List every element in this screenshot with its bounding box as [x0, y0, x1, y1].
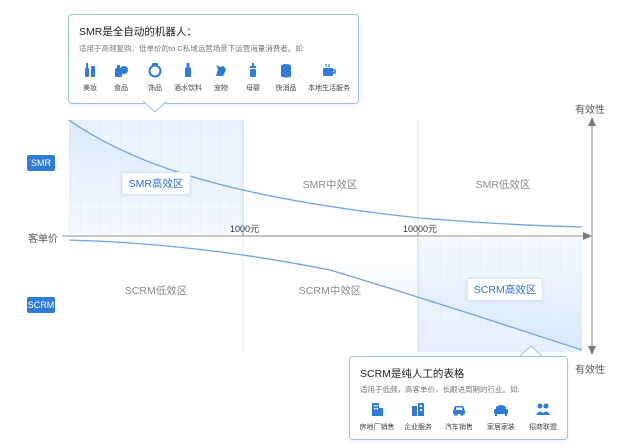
category-drinks: 酒水饮料: [171, 62, 205, 93]
car-icon: [453, 406, 465, 416]
category-fmcg: 快消品: [269, 62, 303, 93]
tick-label-10000: 10000元: [403, 224, 438, 234]
category-label: 宠物: [214, 85, 228, 92]
smr-low-zone-label: SMR低效区: [475, 179, 531, 191]
x-axis-arrow: [583, 232, 592, 240]
category-label: 家居家装: [487, 424, 515, 431]
building-icon: [372, 403, 383, 416]
scrm-effectiveness-curve: [68, 239, 583, 351]
category-food: 食品: [103, 62, 139, 93]
category-label: 母婴: [246, 85, 260, 92]
smr-category-list: 美妆 食品 饰品 酒水饮料 宠物 母婴 快消品 本地生活服务: [77, 62, 355, 93]
smr-callout-pointer: [143, 100, 167, 113]
category-local-services: 本地生活服务: [303, 62, 355, 93]
category-label: 招商联盟: [529, 424, 557, 431]
category-label: 食品: [114, 85, 128, 92]
scrm-row-badge: SCRM: [27, 297, 55, 313]
scrm-callout-title: SCRM是纯人工的表格: [360, 368, 465, 380]
category-label: 饰品: [148, 85, 162, 92]
food-icon: [115, 65, 128, 77]
scrm-callout-description: 适用于低频，高客单价，长跟进周期的行业。如:: [360, 385, 520, 394]
category-enterprise: 企业服务: [398, 401, 438, 432]
x-axis-label: 客单价: [28, 234, 58, 245]
pet-icon: [216, 65, 226, 76]
accessory-icon: [148, 63, 162, 78]
category-baby: 母婴: [237, 62, 269, 93]
smr-effectiveness-curve: [68, 119, 583, 228]
category-real-estate: 房地厂销售: [356, 401, 398, 432]
baby-bottle-icon: [250, 63, 256, 77]
cosmetics-icon: [85, 63, 95, 77]
tick-label-1000: 1000元: [230, 224, 260, 234]
category-pet: 宠物: [205, 62, 237, 93]
y-axis-arrow-down: [588, 346, 596, 355]
category-label: 本地生活服务: [308, 85, 350, 92]
smr-curve-area: [69, 120, 582, 234]
alliance-icon: [536, 403, 550, 415]
smr-row-badge: SMR: [27, 155, 55, 171]
sofa-icon: [494, 405, 508, 416]
y-axis-label-bottom: 有效性: [575, 365, 605, 376]
smr-callout-description: 适用于高频复购、低单价的to C私域运营场景下运营海量消费者。如:: [79, 44, 305, 53]
scrm-mid-zone-label: SCRM中效区: [298, 285, 362, 297]
smr-callout-title: SMR是全自动的机器人：: [79, 26, 197, 38]
scrm-high-zone-label: SCRM高效区: [466, 278, 544, 301]
smr-mid-zone-label: SMR中效区: [302, 179, 358, 191]
smr-callout: SMR是全自动的机器人： 适用于高频复购、低单价的to C私域运营场景下运营海量…: [68, 14, 359, 104]
category-accessory: 饰品: [139, 62, 171, 93]
category-alliance: 招商联盟: [522, 401, 564, 432]
category-label: 房地厂销售: [359, 424, 395, 431]
category-label: 汽车销售: [445, 424, 473, 431]
category-label: 企业服务: [404, 424, 432, 431]
scrm-low-zone-label: SCRM低效区: [124, 285, 188, 297]
enterprise-icon: [412, 403, 424, 416]
category-car-sales: 汽车销售: [438, 401, 480, 432]
scrm-callout: SCRM是纯人工的表格 适用于低频，高客单价，长跟进周期的行业。如: 房地厂销售…: [349, 356, 568, 440]
category-label: 美妆: [83, 85, 97, 92]
scrm-category-list: 房地厂销售 企业服务 汽车销售 家居家装 招商联盟: [356, 401, 564, 432]
coffee-cup-icon: [323, 64, 336, 76]
y-axis-arrow-up: [588, 117, 596, 126]
category-label: 酒水饮料: [174, 85, 202, 92]
consumer-goods-icon: [281, 64, 291, 78]
scrm-callout-pointer: [519, 345, 543, 358]
category-cosmetics: 美妆: [77, 62, 103, 93]
category-label: 快消品: [275, 85, 297, 92]
smr-high-zone-label: SMR高效区: [121, 172, 191, 195]
y-axis-label-top: 有效性: [575, 105, 605, 116]
category-home-furnishing: 家居家装: [480, 401, 522, 432]
bottle-icon: [185, 63, 191, 77]
scrm-curve-area: [69, 238, 582, 350]
